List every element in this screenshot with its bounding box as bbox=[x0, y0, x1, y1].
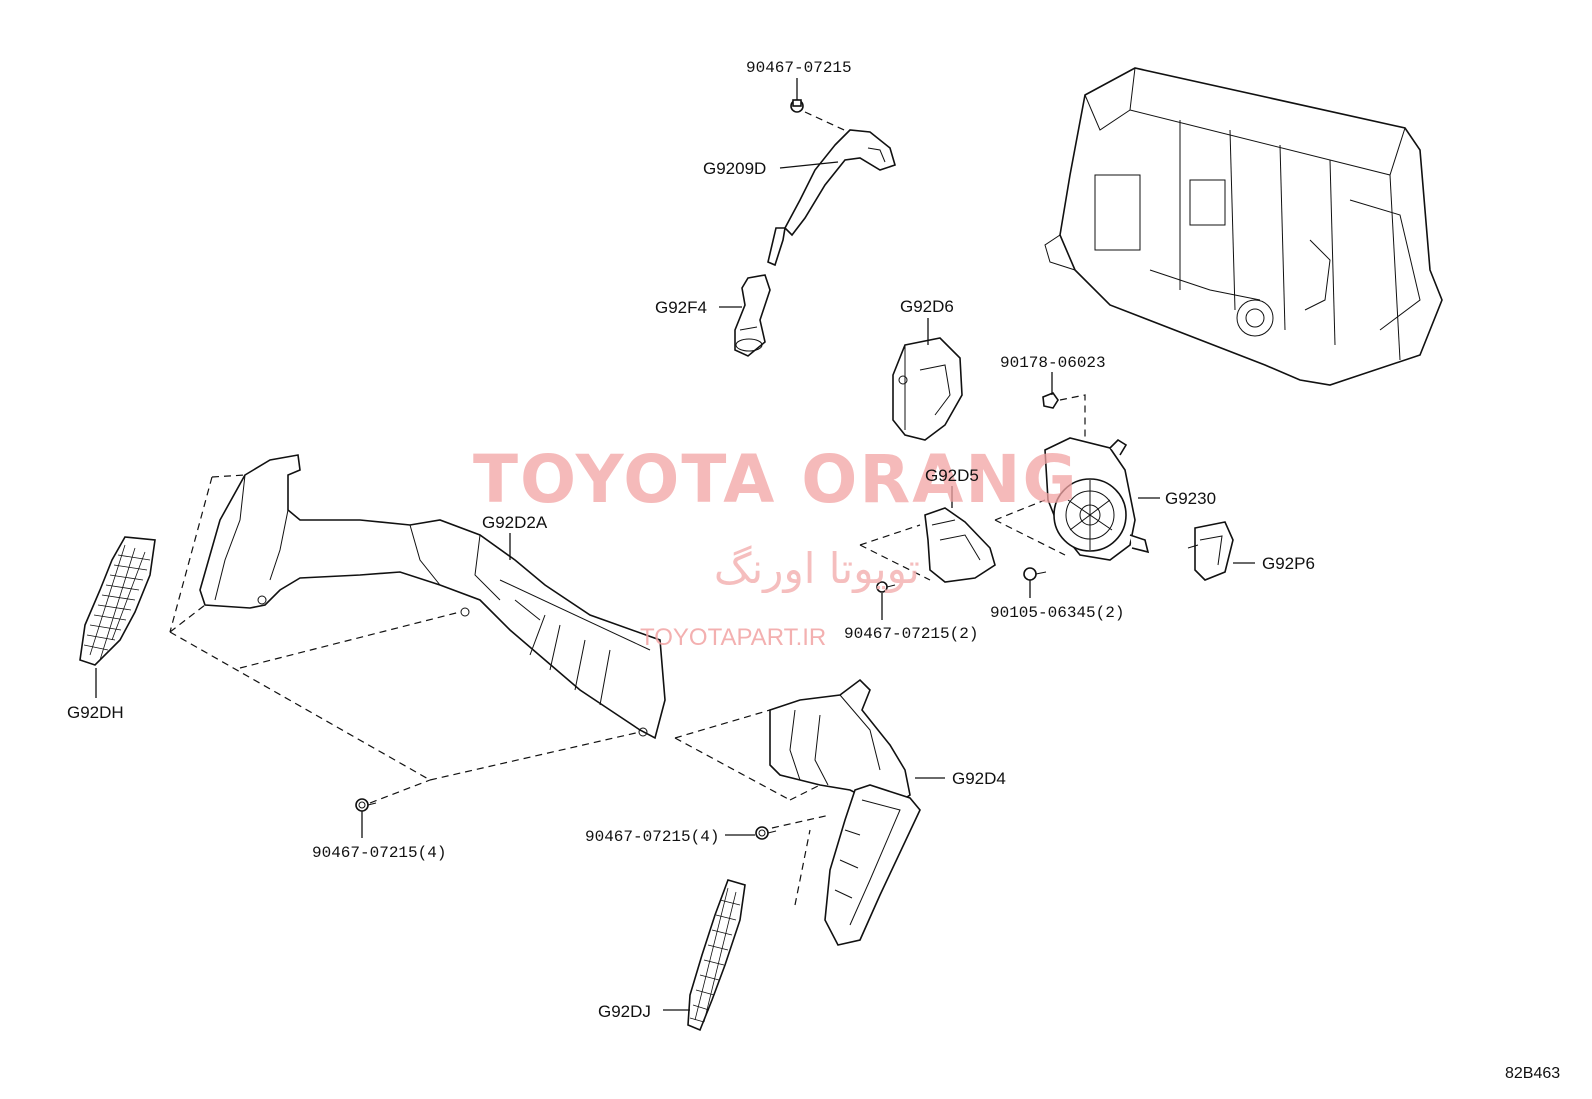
duct-g92d6 bbox=[892, 337, 963, 441]
clip-bolt-top bbox=[790, 99, 804, 113]
label-bolt-mid: 90467-07215(4) bbox=[585, 828, 719, 846]
figure-code: 82B463 bbox=[1505, 1065, 1560, 1082]
watermark-url: TOYOTAPART.IR bbox=[640, 624, 826, 651]
bolt-left bbox=[355, 798, 377, 812]
bolt-d5 bbox=[876, 581, 896, 593]
duct-g9209d bbox=[767, 129, 896, 267]
bolt-90105 bbox=[1023, 567, 1047, 581]
nut-90178 bbox=[1042, 392, 1059, 409]
duct-g92d4 bbox=[769, 678, 921, 946]
duct-g92d2a bbox=[199, 454, 666, 740]
grille-g92dh bbox=[79, 536, 156, 666]
grille-g92dj bbox=[687, 879, 746, 1032]
label-g92dj: G92DJ bbox=[598, 1002, 651, 1021]
label-g92d4: G92D4 bbox=[952, 769, 1006, 788]
watermark-persian: تویوتا اورنگ bbox=[714, 544, 920, 593]
label-g92d6: G92D6 bbox=[900, 297, 954, 316]
label-nut-90178: 90178-06023 bbox=[1000, 354, 1106, 372]
label-bolt-90105: 90105-06345(2) bbox=[990, 604, 1124, 622]
label-g92d2a: G92D2A bbox=[482, 513, 548, 532]
label-bolt-left: 90467-07215(4) bbox=[312, 844, 446, 862]
label-g92p6: G92P6 bbox=[1262, 554, 1315, 573]
label-bolt-top: 90467-07215 bbox=[746, 59, 852, 77]
label-g9209d: G9209D bbox=[703, 159, 766, 178]
label-g92f4: G92F4 bbox=[655, 298, 707, 317]
label-g92d5: G92D5 bbox=[925, 466, 979, 485]
bracket-g92p6 bbox=[1187, 521, 1234, 581]
watermark-title: TOYOTA ORANG bbox=[473, 441, 1079, 518]
battery-pack-assembly bbox=[1044, 67, 1443, 386]
label-g9230: G9230 bbox=[1165, 489, 1216, 508]
blower-fan-g9230 bbox=[1044, 437, 1150, 561]
label-g92dh: G92DH bbox=[67, 703, 124, 722]
label-bolt-d5: 90467-07215(2) bbox=[844, 625, 978, 643]
bolt-mid bbox=[755, 826, 777, 840]
duct-g92f4 bbox=[734, 274, 771, 357]
duct-g92d5 bbox=[924, 507, 996, 583]
